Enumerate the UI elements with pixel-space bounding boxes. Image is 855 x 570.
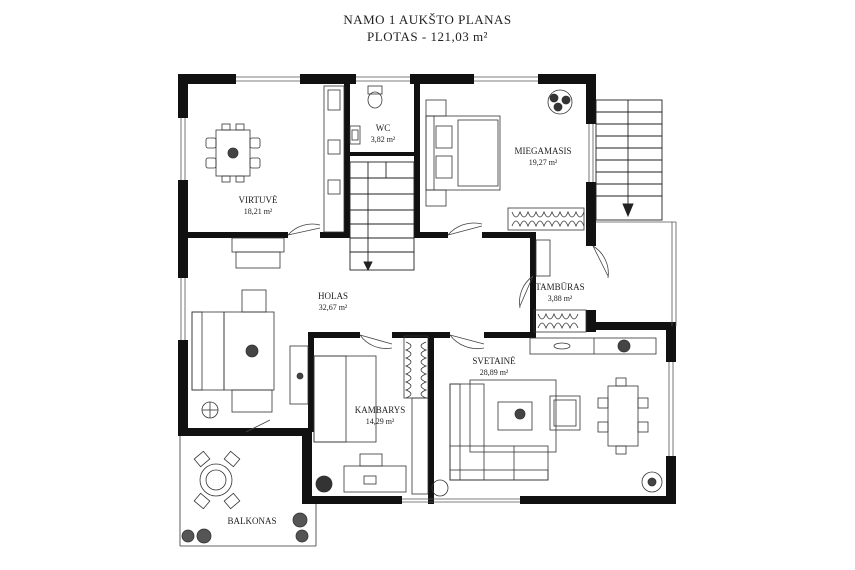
staircase-exterior [595,99,663,221]
plan-area: PLOTAS - 121,03 m² [367,29,488,44]
staircase-interior [349,161,415,272]
wc-fixtures [349,85,383,145]
room-area-svetaine: 28,89 m² [480,368,509,377]
room-label-tamburas: TAMBŪRAS [535,282,584,292]
kambarys-furniture [313,335,429,495]
kitchen-furniture [205,85,345,269]
plan-title: NAMO 1 AUKŠTO PLANAS [343,12,512,27]
room-label-miegamasis: MIEGAMASIS [514,146,571,156]
room-label-kambarys: KAMBARYS [355,405,406,415]
balcony-furniture [179,436,317,547]
room-area-kambarys: 14,29 m² [366,417,395,426]
exterior-walls [178,74,676,504]
living-room-furniture [431,337,663,497]
bedroom-furniture [425,89,585,231]
room-area-miegamasis: 19,27 m² [529,158,558,167]
room-label-holas: HOLAS [318,291,348,301]
room-area-holas: 32,67 m² [319,303,348,312]
room-label-svetaine: SVETAINĖ [472,356,516,366]
room-area-wc: 3,82 m² [371,135,396,144]
room-label-balkonas: BALKONAS [227,516,276,526]
tamburas-fixtures [533,239,587,333]
doors [245,222,609,433]
room-area-virtuve: 18,21 m² [244,207,273,216]
interior-walls [178,84,676,504]
room-area-tamburas: 3,88 m² [548,294,573,303]
room-label-virtuve: VIRTUVĖ [239,195,278,205]
hall-furniture [191,289,309,419]
windows [180,76,677,503]
room-label-wc: WC [376,123,391,133]
room-labels: WC 3,82 m² MIEGAMASIS 19,27 m² VIRTUVĖ 1… [227,123,584,526]
